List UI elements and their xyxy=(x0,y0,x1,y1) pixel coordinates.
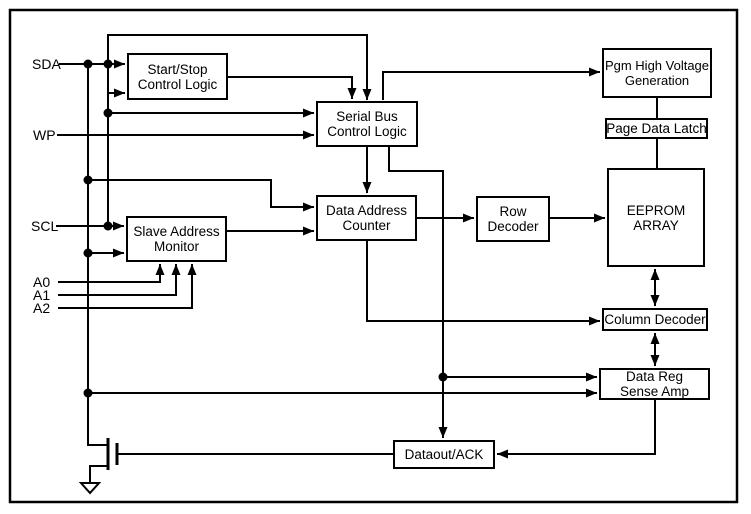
wire-a0 xyxy=(58,264,165,283)
junction-dot xyxy=(103,59,113,69)
wire-a2 xyxy=(58,264,197,309)
mosfet-source-wire xyxy=(89,465,108,483)
block-label: Dataout/ACK xyxy=(404,447,484,462)
block-dataout-ack: Dataout/ACK xyxy=(393,440,495,469)
block-data-address-counter: Data Address Counter xyxy=(316,195,417,241)
block-label: Slave Address xyxy=(133,224,220,239)
pin-label-a0: A0 xyxy=(33,274,51,290)
block-label: Control Logic xyxy=(327,124,407,139)
block-label: Data Address xyxy=(325,203,408,218)
block-label: Serial Bus xyxy=(336,109,398,124)
block-eeprom-array: EEPROM ARRAY xyxy=(607,168,705,267)
block-page-data-latch: Page Data Latch xyxy=(605,118,708,139)
wire-sda-vertical xyxy=(87,64,107,446)
wire-dac-to-column-decoder xyxy=(366,241,600,326)
junction-dot xyxy=(83,248,93,258)
wire-to-start-stop-input2 xyxy=(107,88,125,113)
wire-to-data-address-counter xyxy=(88,179,314,212)
block-pgm-high-voltage-generation: Pgm High Voltage Generation xyxy=(602,48,712,98)
block-serial-bus-control-logic: Serial Bus Control Logic xyxy=(316,101,418,147)
block-label: Control Logic xyxy=(137,76,218,92)
wire-scl-vertical-top xyxy=(107,34,372,226)
block-label: Decoder xyxy=(487,219,539,234)
block-label: Row xyxy=(499,204,527,219)
block-start-stop-control-logic: Start/Stop Control Logic xyxy=(127,53,228,100)
wire-start-stop-out xyxy=(228,76,357,99)
block-label: Sense Amp xyxy=(619,384,690,399)
junction-dot xyxy=(103,221,113,231)
block-label: Data Reg xyxy=(625,369,684,384)
wire-serial-to-dataout xyxy=(388,147,448,438)
block-label: Column Decoder xyxy=(604,312,706,327)
block-label: EEPROM xyxy=(626,202,686,218)
block-label: Start/Stop xyxy=(147,61,208,77)
block-label: Pgm High Voltage xyxy=(604,58,710,73)
block-label: Page Data Latch xyxy=(606,121,707,136)
junction-dot xyxy=(83,388,93,398)
diagram-border xyxy=(8,8,739,504)
block-slave-address-monitor: Slave Address Monitor xyxy=(126,216,227,262)
block-label: Counter xyxy=(342,218,391,233)
junction-dots xyxy=(83,59,448,398)
block-data-reg-sense-amp: Data Reg Sense Amp xyxy=(599,368,710,400)
block-label: Monitor xyxy=(153,239,199,254)
pin-label-scl: SCL xyxy=(31,218,59,234)
pin-label-wp: WP xyxy=(33,127,56,143)
block-label: ARRAY xyxy=(633,217,679,233)
ground-symbol-icon xyxy=(78,482,102,495)
block-label: Generation xyxy=(624,73,690,88)
block-row-decoder: Row Decoder xyxy=(476,196,550,242)
wire-serial-to-pgm-hv xyxy=(382,67,600,100)
junction-dot xyxy=(83,59,93,69)
wire-datareg-to-dataout xyxy=(497,400,656,459)
block-column-decoder: Column Decoder xyxy=(602,308,708,331)
junction-dot xyxy=(103,108,113,118)
junction-dot xyxy=(438,372,448,382)
pin-label-sda: SDA xyxy=(32,56,61,72)
pin-label-a1: A1 xyxy=(33,287,51,303)
wire-a1 xyxy=(58,264,181,296)
junction-dot xyxy=(83,175,93,185)
pin-label-a2: A2 xyxy=(33,300,51,316)
